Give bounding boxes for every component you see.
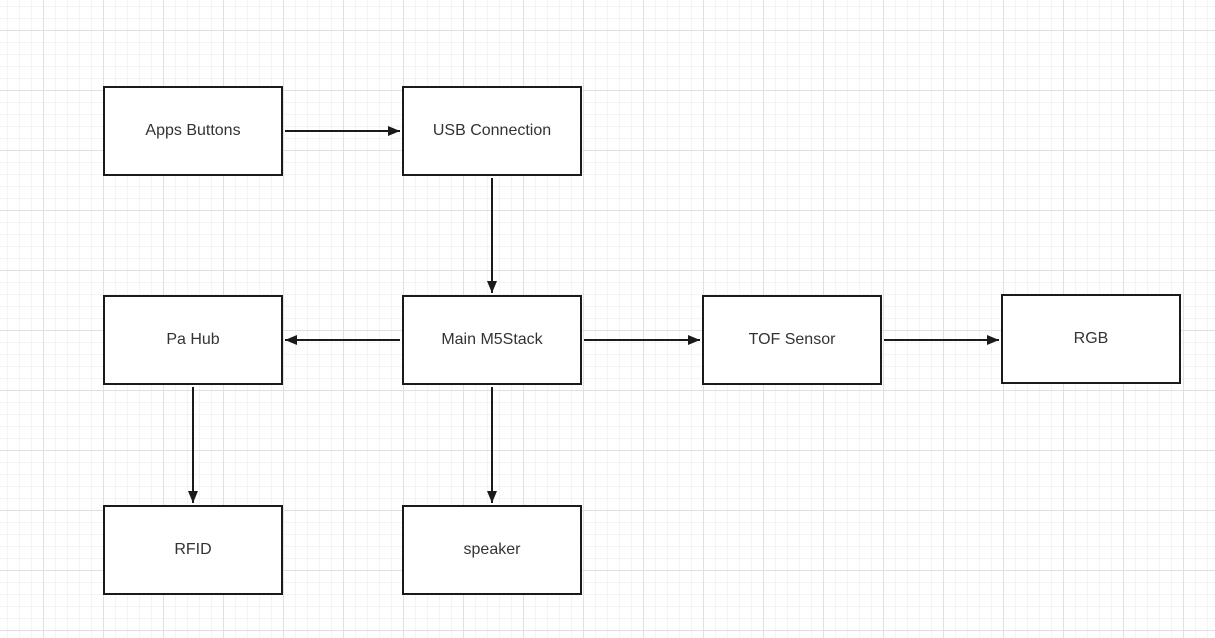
node-rgb[interactable]: RGB (1001, 294, 1181, 384)
node-tof-sensor-label: TOF Sensor (748, 331, 836, 349)
node-pa-hub[interactable]: Pa Hub (103, 295, 283, 385)
node-usb-connection[interactable]: USB Connection (402, 86, 582, 176)
node-pa-hub-label: Pa Hub (166, 331, 220, 349)
node-speaker[interactable]: speaker (402, 505, 582, 595)
node-main-m5stack[interactable]: Main M5Stack (402, 295, 582, 385)
node-rfid-label: RFID (174, 541, 212, 559)
node-rgb-label: RGB (1073, 330, 1109, 348)
node-rfid[interactable]: RFID (103, 505, 283, 595)
node-apps-buttons-label: Apps Buttons (145, 122, 241, 140)
node-apps-buttons[interactable]: Apps Buttons (103, 86, 283, 176)
node-main-m5stack-label: Main M5Stack (441, 331, 543, 349)
node-speaker-label: speaker (463, 541, 521, 559)
node-tof-sensor[interactable]: TOF Sensor (702, 295, 882, 385)
node-usb-connection-label: USB Connection (432, 122, 552, 140)
